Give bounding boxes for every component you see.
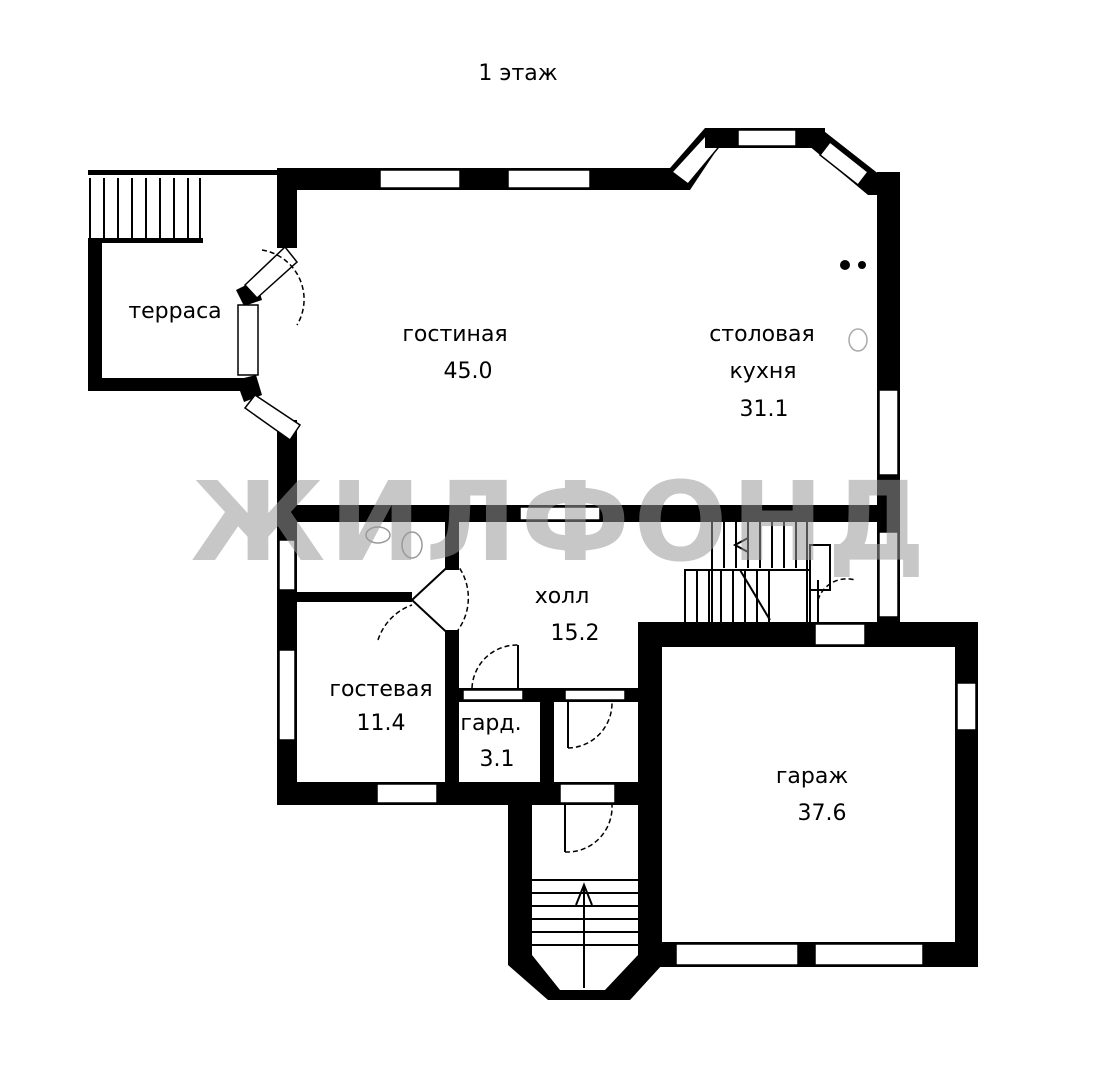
room-guest-name: гостевая [329,677,432,702]
room-labels: терраса гостиная 45.0 столовая кухня 31.… [128,299,848,826]
inner-stairs [684,519,831,626]
watermark: ЖИЛФОНД [191,458,930,586]
room-garage-area: 37.6 [798,801,847,826]
room-wardrobe-area: 3.1 [480,747,515,772]
terrace-stairs [89,178,201,240]
room-dining-area: 31.1 [740,397,789,422]
fixtures [365,260,868,559]
room-terrace-name: терраса [128,299,221,324]
room-living-name: гостиная [402,322,507,347]
room-hall-area: 15.2 [551,621,600,646]
floor-title: 1 этаж [478,61,557,86]
room-garage-name: гараж [776,764,848,789]
room-wardrobe-name: гард. [460,711,521,736]
room-hall-name: холл [535,584,590,609]
room-living-area: 45.0 [444,359,493,384]
room-dining-name: столовая [709,322,815,347]
room-guest-area: 11.4 [357,711,406,736]
walls [88,128,978,1000]
doors [261,249,856,853]
room-kitchen-name: кухня [730,359,797,384]
